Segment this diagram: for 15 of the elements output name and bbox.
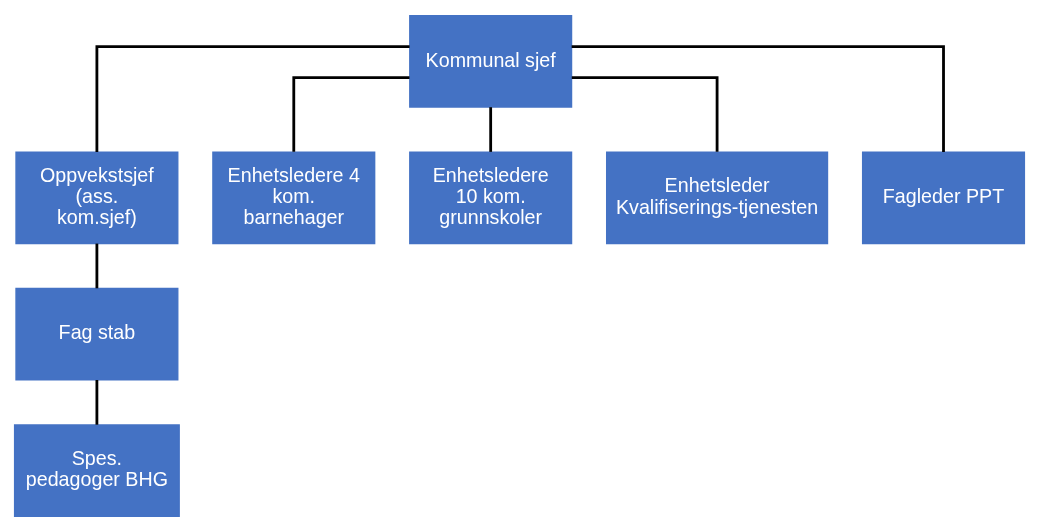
- node-box: Enhetsleder Kvalifiserings-tjenesten: [605, 151, 828, 245]
- connector: [571, 45, 945, 152]
- connector: [95, 243, 98, 289]
- connector: [95, 380, 98, 425]
- connector: [291, 76, 409, 152]
- node-box: Enhetsledere 4 kom. barnehager: [211, 151, 375, 245]
- node-box: Enhetsledere 10 kom. grunnskoler: [408, 151, 572, 245]
- node-box: Fagleder PPT: [861, 151, 1025, 245]
- connector: [95, 45, 410, 152]
- connector: [571, 76, 718, 152]
- node-box: Oppvekstsjef (ass. kom.sjef): [14, 151, 178, 245]
- node-box: Spes. pedagoger BHG: [13, 424, 180, 518]
- connector: [488, 107, 492, 152]
- node-box: Kommunal sjef: [408, 14, 572, 108]
- node-box: Fag stab: [14, 287, 178, 381]
